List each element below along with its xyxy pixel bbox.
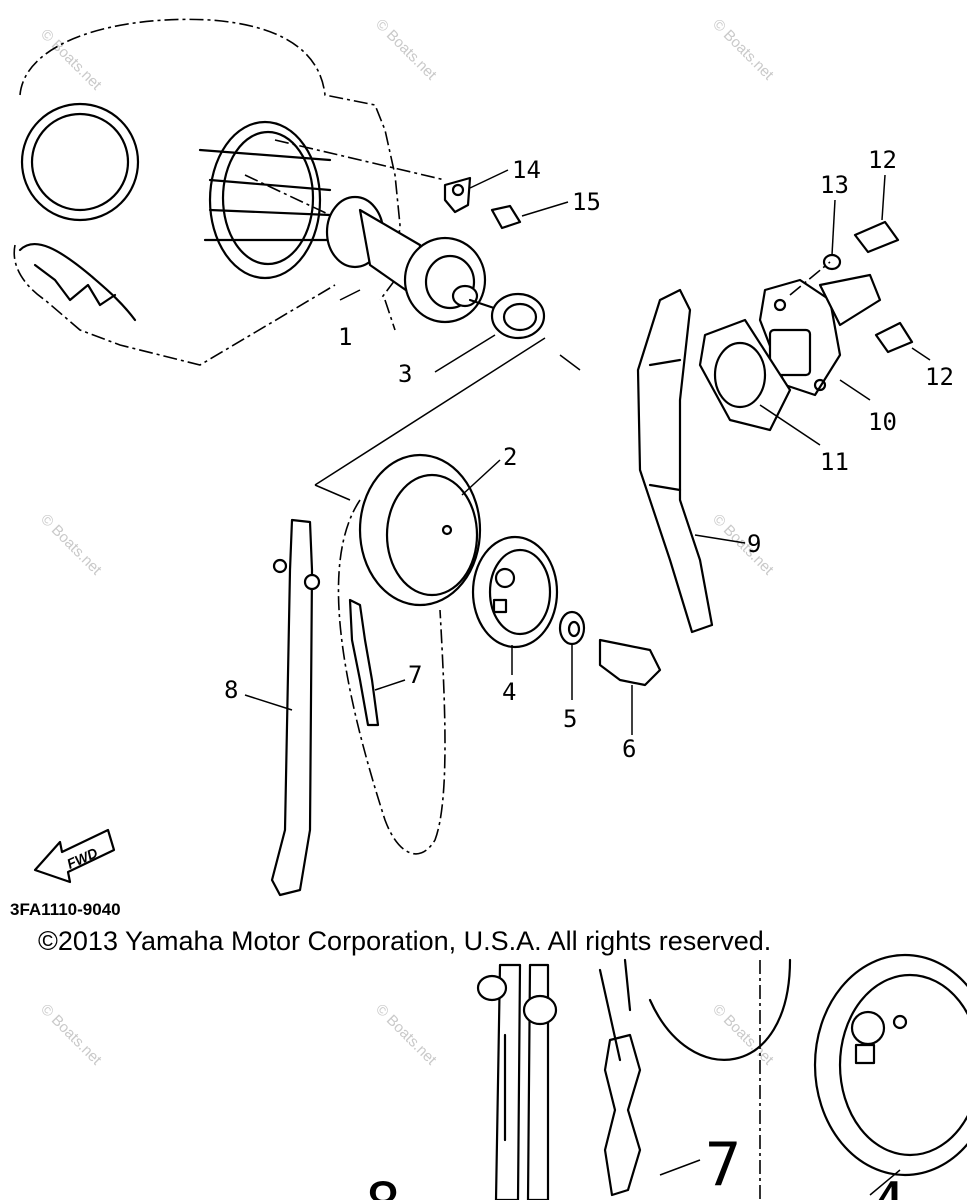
watermark: © Boats.net xyxy=(372,16,440,84)
plate-bolt xyxy=(490,204,522,230)
watermark: © Boats.net xyxy=(37,511,105,579)
sprocket-cover xyxy=(471,535,559,649)
cam-sprocket xyxy=(358,453,482,607)
sprocket-bolt xyxy=(598,638,662,687)
leader-lines xyxy=(244,169,931,735)
callout-9: 9 xyxy=(747,530,761,558)
drawing-code: 3FA1110-9040 xyxy=(10,900,121,919)
callout-12-lower: 12 xyxy=(925,363,954,391)
callout-7: 7 xyxy=(408,661,422,689)
watermark: © Boats.net xyxy=(372,1001,440,1069)
chain-guide-exhaust xyxy=(636,288,714,634)
zoom-detail: 7 8 4 xyxy=(365,953,967,1200)
watermark: © Boats.net xyxy=(37,26,105,94)
callout-14: 14 xyxy=(512,156,541,184)
callout-10: 10 xyxy=(868,408,897,436)
callout-5: 5 xyxy=(563,705,577,733)
cam-chain xyxy=(337,499,446,855)
locating-plate xyxy=(443,176,472,214)
fwd-arrow-icon: FWD xyxy=(33,828,116,884)
watermark: © Boats.net xyxy=(709,16,777,84)
callout-11: 11 xyxy=(820,448,849,476)
assembly-lines xyxy=(314,337,581,501)
chain-guide-intake xyxy=(270,518,321,897)
callout-1: 1 xyxy=(338,323,352,351)
callout-13: 13 xyxy=(820,171,849,199)
tensioner-bolt-upper xyxy=(853,220,900,254)
chain-tensioner xyxy=(758,273,882,397)
tensioner-washer xyxy=(822,253,842,271)
cylinder-head-outline xyxy=(13,18,446,366)
zoom-callout-8: 8 xyxy=(365,1170,401,1200)
callout-4: 4 xyxy=(502,678,516,706)
callout-6: 6 xyxy=(622,735,636,763)
sprocket-washer xyxy=(558,610,586,646)
callout-2: 2 xyxy=(503,443,517,471)
watermark: © Boats.net xyxy=(709,511,777,579)
callout-15: 15 xyxy=(572,188,601,216)
callout-12-upper: 12 xyxy=(868,146,897,174)
tensioner-gasket xyxy=(698,318,792,432)
circlip xyxy=(490,292,546,340)
camshaft xyxy=(325,195,502,324)
tensioner-bolt-lower xyxy=(874,321,914,354)
zoom-callout-7: 7 xyxy=(705,1130,741,1200)
zoom-callout-4: 4 xyxy=(870,1170,906,1200)
callout-8: 8 xyxy=(224,676,238,704)
copyright-notice: ©2013 Yamaha Motor Corporation, U.S.A. A… xyxy=(38,926,771,956)
watermark: © Boats.net xyxy=(37,1001,105,1069)
callout-labels: 1 2 3 4 5 6 7 8 9 10 11 12 12 13 14 15 xyxy=(224,146,954,763)
callout-3: 3 xyxy=(398,360,412,388)
